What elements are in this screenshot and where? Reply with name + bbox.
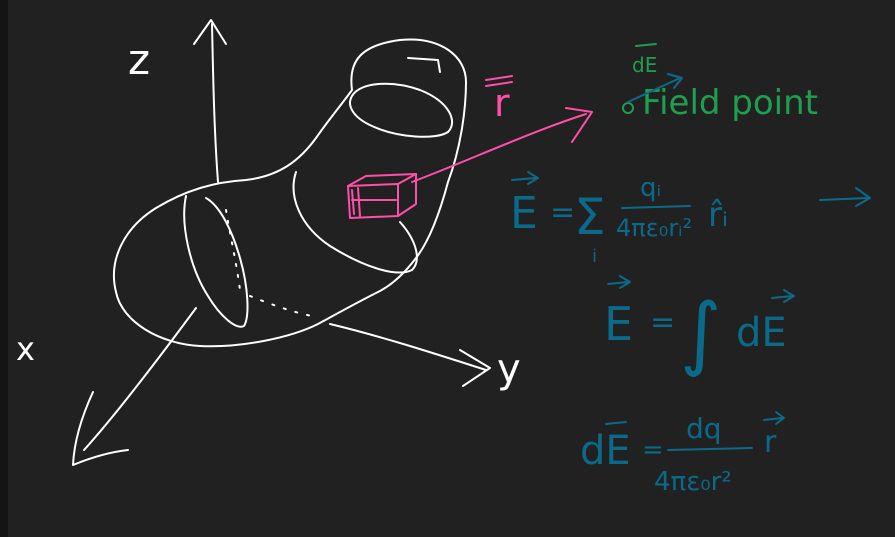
sum-numerator: qᵢ xyxy=(640,173,661,203)
integral-equals: = xyxy=(650,305,675,340)
field-point-label: Field point xyxy=(642,83,818,123)
sum-index: i xyxy=(592,246,597,267)
integral-sign: ∫ xyxy=(680,286,722,379)
x-axis xyxy=(72,307,197,466)
r-vector-overarrow xyxy=(485,75,513,87)
field-point-dE-label: dE xyxy=(632,53,657,77)
sum-unit-vector: r̂ᵢ xyxy=(708,195,728,235)
charged-body-outline xyxy=(112,38,467,348)
y-axis xyxy=(329,323,491,387)
integral-equation: E = ∫ dE xyxy=(604,275,795,379)
diff-r: r xyxy=(764,425,777,460)
diff-lhs: dE xyxy=(580,428,631,474)
diff-numerator: dq xyxy=(686,412,722,445)
diff-denominator: 4πε₀r² xyxy=(654,467,732,497)
left-edge-strip xyxy=(0,0,8,537)
y-axis-label: y xyxy=(497,346,521,392)
differential-equation: dE = dq 4πε₀r² r xyxy=(580,411,785,497)
r-overarrow-3 xyxy=(763,411,785,425)
E-overarrow-2 xyxy=(607,275,631,289)
summation-equation: E = Σ i qᵢ 4πε₀rᵢ² r̂ᵢ xyxy=(510,171,871,267)
dE-vector-arrow xyxy=(627,73,683,103)
sum-fraction-bar xyxy=(621,205,691,209)
diff-equals: = xyxy=(642,435,664,465)
field-point-dot xyxy=(622,102,634,114)
dE-overarrow-2 xyxy=(771,289,795,303)
z-axis-label: z xyxy=(128,35,150,84)
diff-fraction-bar xyxy=(667,447,753,451)
r-vector-label: r xyxy=(494,81,510,125)
sum-sigma: Σ xyxy=(574,188,606,246)
r-vector-arrow xyxy=(411,107,593,183)
sum-denominator: 4πε₀rᵢ² xyxy=(616,214,692,242)
sum-E: E xyxy=(510,188,538,239)
dE-overarrow xyxy=(635,43,657,47)
continuation-arrow xyxy=(819,187,871,207)
dE-overarrow-3 xyxy=(605,421,627,425)
E-overarrow-1 xyxy=(511,171,539,185)
integral-dE: dE xyxy=(736,310,787,356)
charge-element-box xyxy=(347,173,417,219)
x-axis-label: x xyxy=(16,330,35,368)
z-axis xyxy=(193,19,227,183)
sum-equals: = xyxy=(550,195,575,230)
integral-E: E xyxy=(604,297,633,351)
